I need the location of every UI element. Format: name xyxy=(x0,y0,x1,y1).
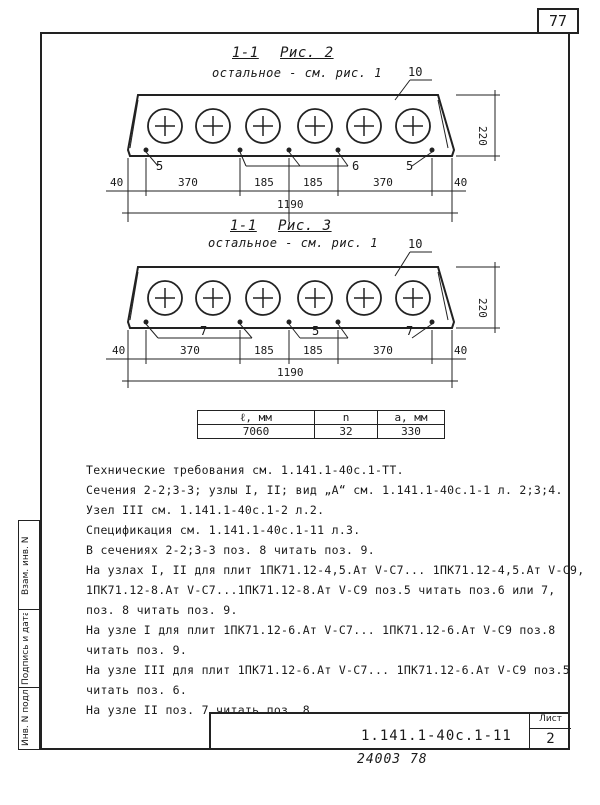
fig3-total-dim: 1190 xyxy=(277,366,304,379)
fig2-total-dim: 1190 xyxy=(277,198,304,211)
fig2-dim: 40 xyxy=(110,176,123,189)
fig3-callout-top: 10 xyxy=(408,237,422,251)
note-line: Спецификация см. 1.141.1-40с.1-11 л.3. xyxy=(86,523,361,537)
note-line: поз. 8 читать поз. 9. xyxy=(86,603,238,617)
side-stamp: Взам. инв. N Подпись и дата Инв. N подл xyxy=(18,520,40,750)
fig2-height-dim: 220 xyxy=(476,126,489,146)
fig2-dim: 40 xyxy=(454,176,467,189)
note-line: читать поз. 6. xyxy=(86,683,188,697)
note-line: Технические требования см. 1.141.1-40с.1… xyxy=(86,463,404,477)
technical-notes: Технические требования см. 1.141.1-40с.1… xyxy=(86,460,585,720)
note-line: Узел III см. 1.141.1-40с.1-2 л.2. xyxy=(86,503,325,517)
note-line: читать поз. 9. xyxy=(86,643,188,657)
fig2-callout-left: 5 xyxy=(156,159,163,173)
table-header: n xyxy=(314,410,378,425)
fig2-caption: Рис. 2 xyxy=(280,45,334,61)
note-line: На узлах I, II для плит 1ПК71.12-4,5.Ат … xyxy=(86,563,585,577)
fig2-dim: 370 xyxy=(178,176,198,189)
fig3-height-dim: 220 xyxy=(476,298,489,318)
table-cell: 330 xyxy=(377,424,445,439)
fig2-slab xyxy=(106,79,500,222)
fig3-callout-left: 7 xyxy=(200,324,207,338)
fig3-dim: 185 xyxy=(303,344,323,357)
fig3-callout-right: 7 xyxy=(406,324,413,338)
fig3-section-label: 1-1 xyxy=(230,218,257,234)
table-header: a, мм xyxy=(377,410,445,425)
note-line: 1ПК71.12-8.Ат V-С7...1ПК71.12-8.Ат V-С9 … xyxy=(86,583,556,597)
note-line: На узле III для плит 1ПК71.12-6.Ат V-С7.… xyxy=(86,663,570,677)
fig2-dim: 185 xyxy=(254,176,274,189)
sheet-number: 2 xyxy=(529,728,571,750)
fig3-caption: Рис. 3 xyxy=(278,218,332,234)
note-line: В сечениях 2-2;3-3 поз. 8 читать поз. 9. xyxy=(86,543,375,557)
fig2-note: остальное - см. рис. 1 xyxy=(212,66,382,80)
fig2-callout-right: 5 xyxy=(406,159,413,173)
fig3-dim: 370 xyxy=(180,344,200,357)
table-cell: 32 xyxy=(314,424,378,439)
note-line: На узле I для плит 1ПК71.12-6.Ат V-С7...… xyxy=(86,623,556,637)
fig3-callout-mid: 5 xyxy=(312,324,319,338)
fig3-dim: 370 xyxy=(373,344,393,357)
fig2-callout-top: 10 xyxy=(408,65,422,79)
table-header: ℓ, мм xyxy=(197,410,315,425)
fig3-slab xyxy=(106,251,500,388)
drawing-frame xyxy=(40,32,570,750)
note-line: Сечения 2-2;3-3; узлы I, II; вид „А“ см.… xyxy=(86,483,563,497)
title-block: 1.141.1-40с.1-11 Лист 2 xyxy=(209,712,571,750)
fig3-dim: 40 xyxy=(112,344,125,357)
fig2-dim: 185 xyxy=(303,176,323,189)
fig2-dim: 370 xyxy=(373,176,393,189)
fig2-callout-mid: 6 xyxy=(352,159,359,173)
fig2-section-label: 1-1 xyxy=(232,45,259,61)
sheet-label: Лист xyxy=(529,714,571,729)
fig3-dim: 40 xyxy=(454,344,467,357)
archive-number: 24003 78 xyxy=(357,752,428,767)
fig3-note: остальное - см. рис. 1 xyxy=(208,236,378,250)
parameter-table: ℓ, мм n a, мм 7060 32 330 xyxy=(197,410,445,439)
fig3-dim: 185 xyxy=(254,344,274,357)
table-cell: 7060 xyxy=(197,424,315,439)
document-code: 1.141.1-40с.1-11 xyxy=(361,728,512,744)
